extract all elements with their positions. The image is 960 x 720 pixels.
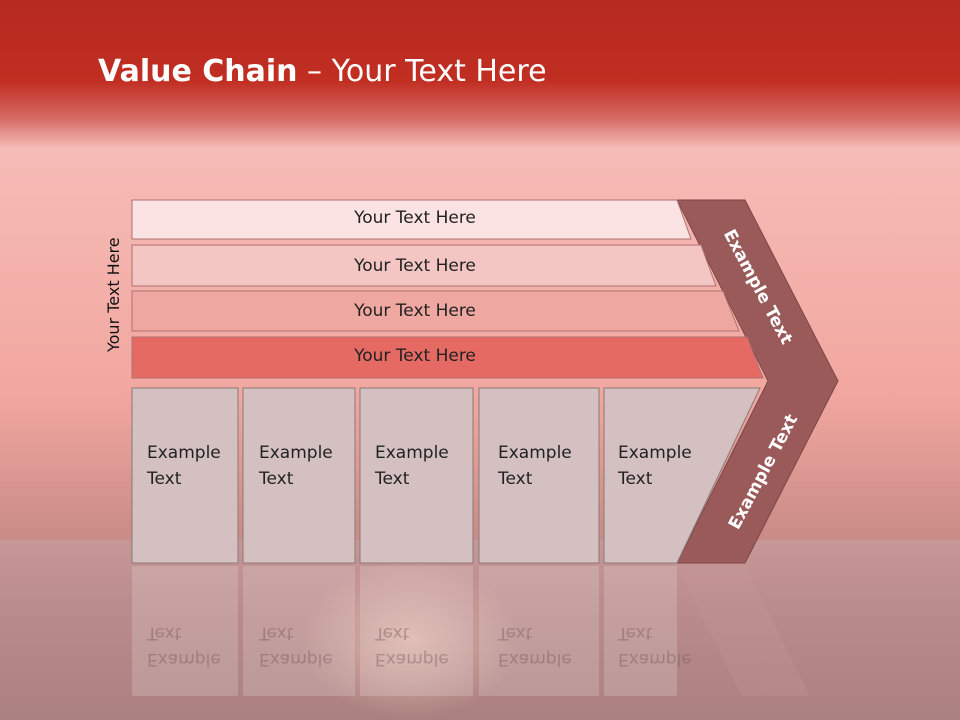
title-bold: Value Chain [98,54,298,89]
cell-box-3 [359,387,474,564]
title-rest: – Your Text Here [297,54,547,89]
background-glow [300,560,520,720]
slide-title: Value Chain – Your Text Here [98,54,547,89]
margin-chevron [676,199,839,564]
cell-box-4 [478,387,600,564]
header-band [0,0,960,148]
row-label-1: Your Text Here [354,208,476,228]
row-label-4: Your Text Here [354,346,476,366]
row-bar-3 [131,290,740,332]
row-bar-1 [131,199,692,240]
row-label-3: Your Text Here [354,301,476,321]
side-label: Your Text Here [104,237,123,352]
cell-box-1 [131,387,239,564]
reflection [132,566,810,696]
cell-box-5 [603,387,761,564]
row-label-2: Your Text Here [354,256,476,276]
row-bar-4 [131,336,764,379]
cell-box-2 [242,387,356,564]
row-bar-2 [131,244,717,287]
